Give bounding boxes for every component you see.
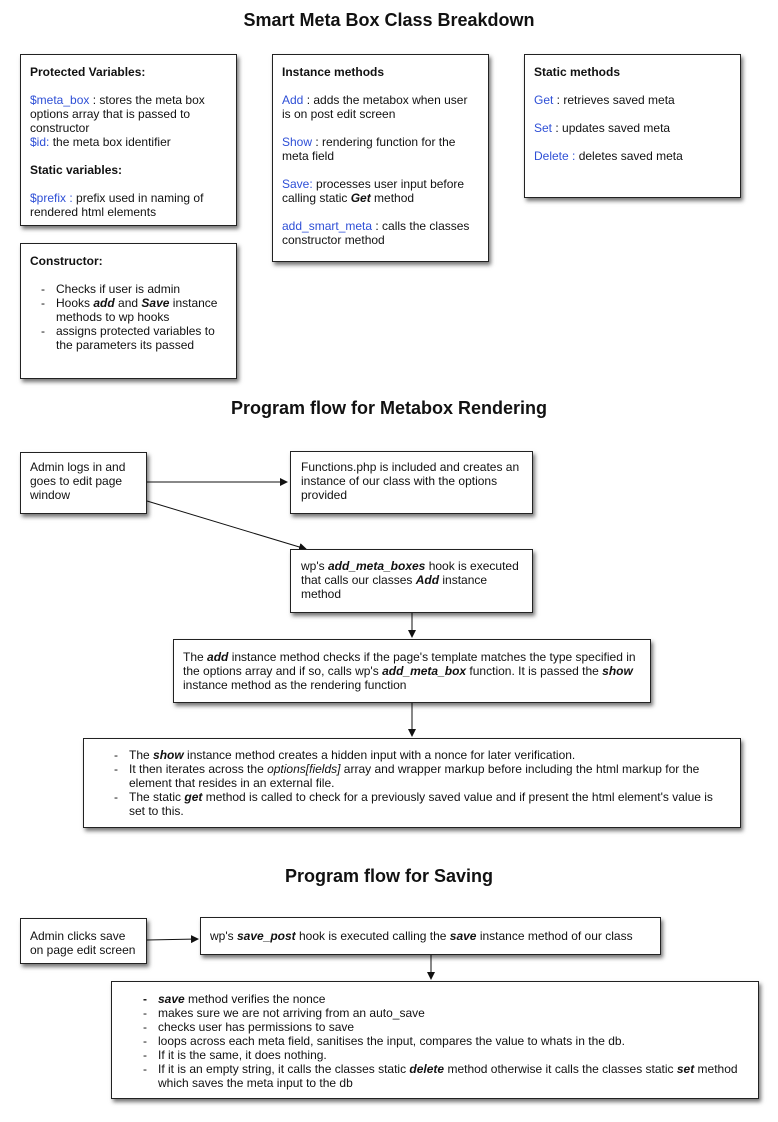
save-method-steps-box: save method verifies the nonce makes sur… bbox=[111, 981, 759, 1099]
list-item: Hooks add and Save instance methods to w… bbox=[30, 296, 227, 324]
page-title: Smart Meta Box Class Breakdown bbox=[243, 10, 535, 30]
list-item: Checks if user is admin bbox=[30, 282, 227, 296]
list-item: makes sure we are not arriving from an a… bbox=[132, 1006, 748, 1020]
constructor-list: Checks if user is admin Hooks add and Sa… bbox=[30, 282, 227, 352]
list-item: assigns protected variables to the param… bbox=[30, 324, 227, 352]
list-item: checks user has permissions to save bbox=[132, 1020, 748, 1034]
show-method-steps-box: The show instance method creates a hidde… bbox=[83, 738, 741, 828]
functions-php-box: Functions.php is included and creates an… bbox=[290, 451, 533, 514]
constructor-box: Constructor: Checks if user is admin Hoo… bbox=[20, 243, 237, 379]
rendering-flow-title: Program flow for Metabox Rendering bbox=[230, 398, 548, 418]
meta-box-variable: $meta_box : stores the meta box options … bbox=[30, 93, 205, 135]
save-post-hook-box: wp's save_post hook is executed calling … bbox=[200, 917, 661, 955]
add-method: Add : adds the metabox when user is on p… bbox=[282, 93, 468, 121]
list-item: If it is an empty string, it calls the c… bbox=[132, 1062, 748, 1090]
instance-methods-box: Instance methods Add : adds the metabox … bbox=[272, 54, 489, 262]
get-method: Get : retrieves saved meta bbox=[534, 93, 675, 107]
instance-methods-heading: Instance methods bbox=[282, 65, 385, 79]
arrow-save-admin-to-hook bbox=[146, 935, 199, 944]
admin-login-box: Admin logs in and goes to edit page wind… bbox=[20, 452, 147, 514]
show-method: Show : rendering function for the meta f… bbox=[282, 135, 456, 163]
list-item: loops across each meta field, sanitises … bbox=[132, 1034, 748, 1048]
list-item: It then iterates across the options[fiel… bbox=[103, 762, 730, 790]
saving-flow-title: Program flow for Saving bbox=[284, 866, 494, 886]
add-method-check-box: The add instance method checks if the pa… bbox=[173, 639, 651, 703]
arrow-admin-to-hook bbox=[146, 500, 307, 551]
static-methods-heading: Static methods bbox=[534, 65, 621, 79]
delete-method: Delete : deletes saved meta bbox=[534, 149, 683, 163]
add-smart-meta-method: add_smart_meta : calls the classes const… bbox=[282, 219, 470, 247]
list-item: The show instance method creates a hidde… bbox=[103, 748, 730, 762]
protected-variables-heading: Protected Variables: bbox=[30, 65, 146, 79]
list-item: If it is the same, it does nothing. bbox=[132, 1048, 748, 1062]
set-method: Set : updates saved meta bbox=[534, 121, 671, 135]
static-variables-heading: Static variables: bbox=[30, 163, 123, 177]
id-variable: $id: the meta box identifier bbox=[30, 135, 171, 149]
constructor-heading: Constructor: bbox=[30, 254, 103, 268]
list-item: save method verifies the nonce bbox=[132, 992, 748, 1006]
admin-save-box: Admin clicks save on page edit screen bbox=[20, 918, 147, 964]
protected-variables-box: Protected Variables: $meta_box : stores … bbox=[20, 54, 237, 226]
static-methods-box: Static methods Get : retrieves saved met… bbox=[524, 54, 741, 198]
add-meta-boxes-hook-box: wp's add_meta_boxes hook is executed tha… bbox=[290, 549, 533, 613]
save-method: Save: processes user input before callin… bbox=[282, 177, 465, 205]
list-item: The static get method is called to check… bbox=[103, 790, 730, 818]
prefix-variable: $prefix : prefix used in naming of rende… bbox=[30, 191, 204, 219]
